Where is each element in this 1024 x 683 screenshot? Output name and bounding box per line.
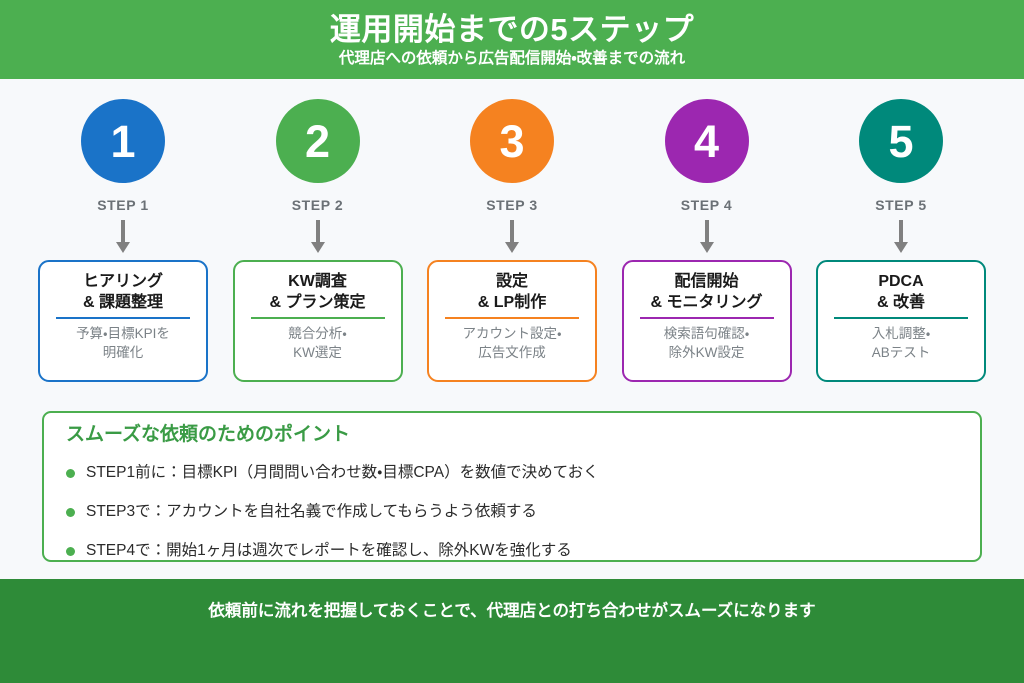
step-circle-5: 5 <box>859 99 943 183</box>
arrow-down-icon <box>699 220 714 253</box>
points-title: スムーズな依頼のためのポイント <box>66 424 351 445</box>
step-card-sub-4: 検索語句確認・ 除外KW設定 <box>663 325 750 360</box>
arrow-down-icon <box>310 220 325 253</box>
step-circle-3: 3 <box>470 99 554 183</box>
point-text: STEP3で：アカウントを自社名義で作成してもらうよう依頼する <box>86 503 537 521</box>
step-card-3: 設定 & LP制作 アカウント設定・ 広告文作成 <box>427 260 597 382</box>
step-circle-2: 2 <box>275 99 360 183</box>
card-divider <box>834 317 968 319</box>
list-item: STEP4で：開始1ヶ月は週次でレポートを確認し、除外KWを強化する <box>66 532 960 571</box>
step-card-sub-2: 競合分析・ KW選定 <box>288 325 347 360</box>
footer-text: 依頼前に流れを把握しておくことで、代理店との打ち合わせがスムーズになります <box>208 602 816 620</box>
step-card-5: PDCA & 改善 入札調整・ ABテスト <box>816 260 986 382</box>
step-circle-4: 4 <box>664 99 749 183</box>
step-number-1: 1 <box>110 115 136 167</box>
card-divider <box>639 317 774 319</box>
header-band: 運用開始までの5ステップ 代理店への依頼から広告配信開始・改善までの流れ <box>0 0 1024 79</box>
step-label-4: STEP 4 <box>680 197 733 213</box>
step-card-title-5: PDCA & 改善 <box>876 273 925 312</box>
step-column-5: 5 STEP 5 <box>816 99 986 254</box>
step-number-2: 2 <box>304 115 331 167</box>
step-label-2: STEP 2 <box>291 197 344 213</box>
card-divider <box>445 317 579 319</box>
points-box: スムーズな依頼のためのポイント STEP1前に：目標KPI（月間問い合わせ数・目… <box>42 411 982 562</box>
bullet-dot-icon <box>66 507 75 517</box>
card-divider <box>250 317 385 319</box>
step-column-4: 4 STEP 4 <box>622 99 792 254</box>
step-card-1: ヒアリング & 課題整理 予算・目標KPIを 明確化 <box>38 260 208 382</box>
step-card-title-1: ヒアリング & 課題整理 <box>82 273 163 312</box>
step-label-1: STEP 1 <box>97 197 149 213</box>
footer-band: 依頼前に流れを把握しておくことで、代理店との打ち合わせがスムーズになります <box>0 579 1024 683</box>
step-column-1: 1 STEP 1 <box>38 99 208 254</box>
list-item: STEP1前に：目標KPI（月間問い合わせ数・目標CPA）を数値で決めておく <box>66 454 960 493</box>
step-column-3: 3 STEP 3 <box>427 99 597 254</box>
step-card-sub-1: 予算・目標KPIを 明確化 <box>76 325 170 360</box>
step-column-2: 2 STEP 2 <box>233 99 403 254</box>
step-number-4: 4 <box>693 115 720 167</box>
step-card-title-4: 配信開始 & モニタリング <box>650 273 763 312</box>
page-title: 運用開始までの5ステップ <box>329 11 695 47</box>
point-text: STEP1前に：目標KPI（月間問い合わせ数・目標CPA）を数値で決めておく <box>86 464 599 482</box>
step-number-5: 5 <box>888 115 914 167</box>
step-card-title-2: KW調査 & プラン策定 <box>269 273 366 312</box>
bullet-dot-icon <box>66 468 75 478</box>
card-divider <box>56 317 190 319</box>
bullet-dot-icon <box>66 546 75 556</box>
page-subtitle: 代理店への依頼から広告配信開始・改善までの流れ <box>338 50 686 68</box>
list-item: STEP3で：アカウントを自社名義で作成してもらうよう依頼する <box>66 493 960 532</box>
point-text: STEP4で：開始1ヶ月は週次でレポートを確認し、除外KWを強化する <box>86 542 572 560</box>
steps-row: 1 STEP 1 2 STEP 2 3 STEP 3 4 STEP 4 <box>0 99 1024 254</box>
step-card-sub-3: アカウント設定・ 広告文作成 <box>462 325 562 360</box>
step-card-4: 配信開始 & モニタリング 検索語句確認・ 除外KW設定 <box>621 260 792 382</box>
arrow-down-icon <box>505 220 519 253</box>
step-number-3: 3 <box>499 115 525 167</box>
step-card-title-3: 設定 & LP制作 <box>477 273 547 312</box>
step-circle-1: 1 <box>81 99 165 183</box>
step-card-2: KW調査 & プラン策定 競合分析・ KW選定 <box>232 260 403 382</box>
step-card-sub-5: 入札調整・ ABテスト <box>871 325 931 360</box>
arrow-down-icon <box>116 220 130 253</box>
step-cards-row: ヒアリング & 課題整理 予算・目標KPIを 明確化 KW調査 & プラン策定 … <box>0 260 1024 382</box>
step-label-5: STEP 5 <box>875 197 927 213</box>
points-list: STEP1前に：目標KPI（月間問い合わせ数・目標CPA）を数値で決めておく S… <box>66 454 960 571</box>
step-label-3: STEP 3 <box>486 197 538 213</box>
arrow-down-icon <box>894 220 908 253</box>
